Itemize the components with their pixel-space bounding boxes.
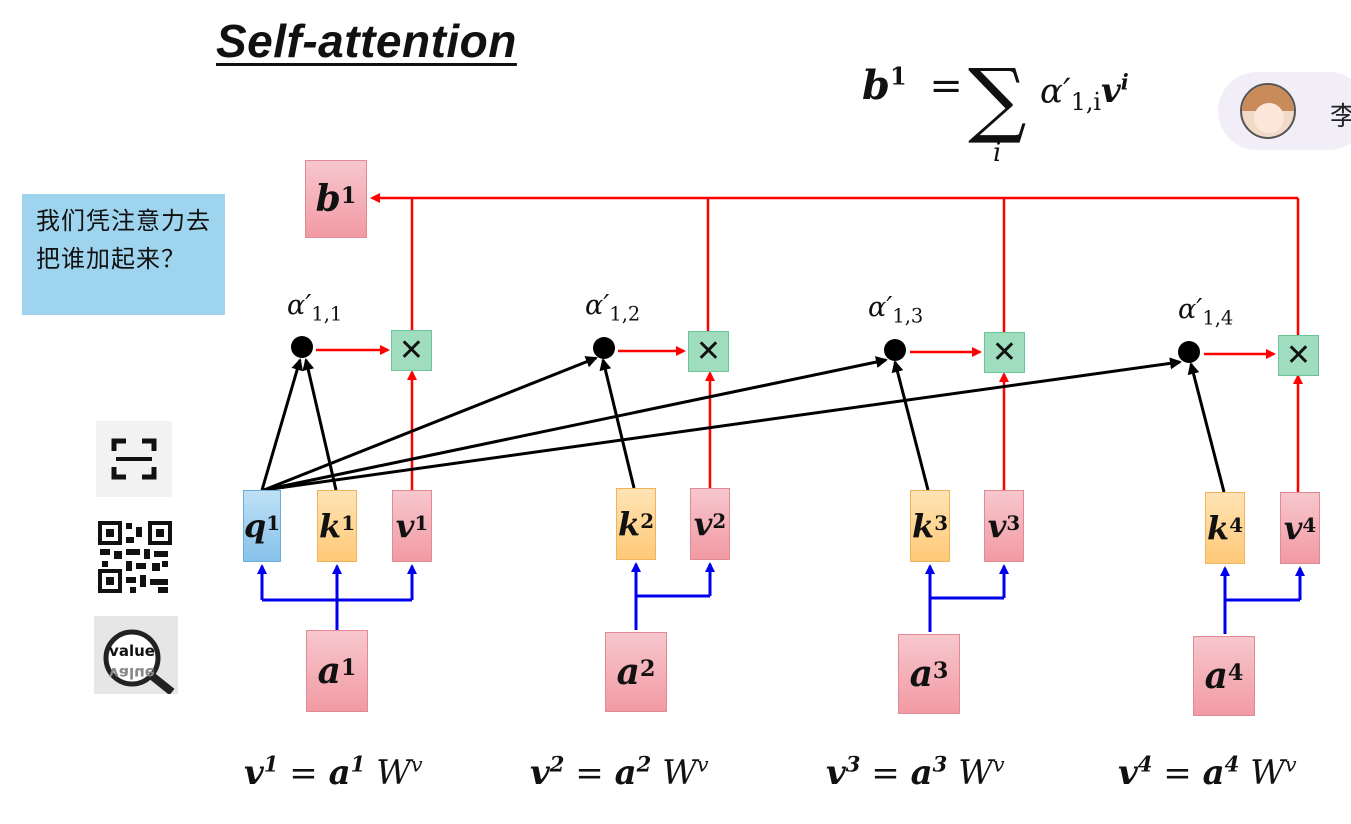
alpha-label-1-2: α′1,2 xyxy=(585,290,641,326)
presenter-badge: 李 xyxy=(1218,72,1351,150)
alpha-label-1-4: α′1,4 xyxy=(1178,294,1234,330)
multiply-box-1: ✕ xyxy=(391,330,432,371)
value-equation-1: v1 = a1 Wv xyxy=(244,752,423,794)
multiply-box-3: ✕ xyxy=(984,332,1025,373)
summation-index: i xyxy=(993,138,1002,168)
scan-icon[interactable] xyxy=(96,421,172,497)
presenter-name: 李 xyxy=(1330,102,1351,132)
value-magnifier-icon[interactable]: value value xyxy=(94,616,178,696)
value-equation-2: v2 = a2 Wv xyxy=(530,752,709,794)
summation-term: α′1,ivi xyxy=(1040,70,1129,117)
alpha-label-1-3: α′1,3 xyxy=(868,292,924,328)
svg-text:value: value xyxy=(109,642,155,660)
slide-title: Self-attention xyxy=(216,15,517,67)
output-formula-lhs: b1 = xyxy=(862,62,963,110)
avatar xyxy=(1240,83,1296,139)
svg-text:value: value xyxy=(109,664,155,682)
question-note: 我们凭注意力去把谁加起来？ xyxy=(22,194,225,315)
value-equation-4: v4 = a4 Wv xyxy=(1118,752,1297,794)
qr-code-icon[interactable] xyxy=(96,519,174,595)
value-equation-3: v3 = a3 Wv xyxy=(826,752,1005,794)
summation-symbol: ∑ xyxy=(968,52,1027,147)
multiply-box-2: ✕ xyxy=(688,331,729,372)
alpha-label-1-1: α′1,1 xyxy=(287,290,343,326)
multiply-box-4: ✕ xyxy=(1278,335,1319,376)
